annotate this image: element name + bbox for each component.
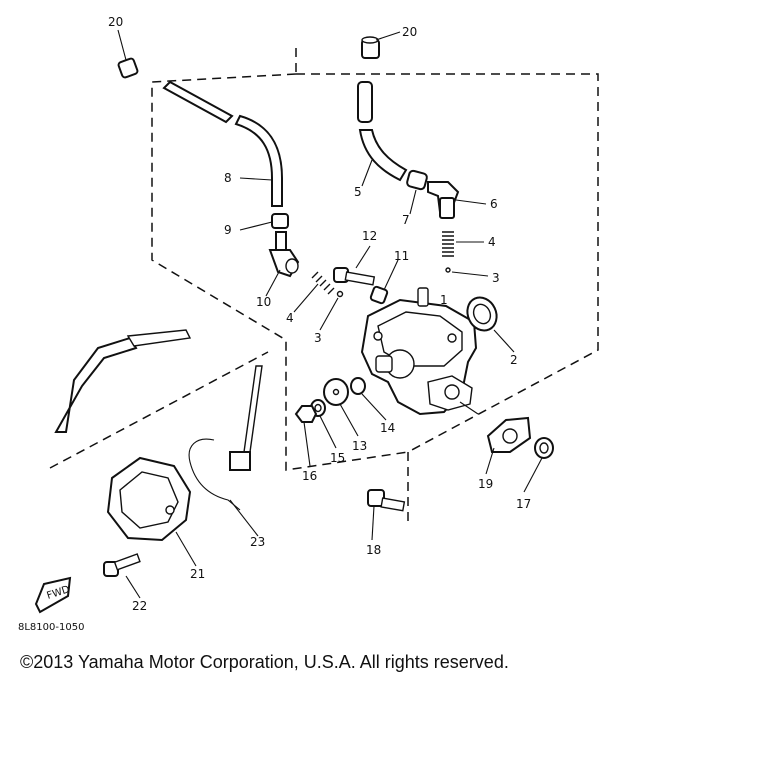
hose-8 xyxy=(162,80,283,207)
callout-11: 11 xyxy=(394,249,409,263)
callout-6: 6 xyxy=(490,197,498,211)
washer-14 xyxy=(350,377,366,395)
nut-11 xyxy=(369,285,389,305)
clip-7 xyxy=(406,169,428,191)
callout-15: 15 xyxy=(330,451,345,465)
hose-5 xyxy=(357,81,408,182)
callout-18: 18 xyxy=(366,543,381,557)
copyright-notice: ©2013 Yamaha Motor Corporation, U.S.A. A… xyxy=(20,652,509,672)
callout-1: 1 xyxy=(440,293,448,307)
callout-4-right: 4 xyxy=(488,235,496,249)
gasket-19 xyxy=(486,416,532,453)
drawing-code: 8L8100-1050 xyxy=(18,622,84,633)
callout-12: 12 xyxy=(362,229,377,243)
cap-20-right xyxy=(361,36,380,59)
bolt-18 xyxy=(367,489,406,512)
spring-4-left xyxy=(311,271,335,295)
callout-21: 21 xyxy=(190,567,205,581)
assembly-outline xyxy=(151,73,599,471)
screw-12 xyxy=(333,267,376,286)
fwd-arrow-icon: FWD xyxy=(34,576,71,614)
ball-3-right xyxy=(445,267,451,273)
parts-diagram: FWD 20 20 8 9 10 5 7 6 4 3 4 xyxy=(18,15,599,633)
callout-3-right: 3 xyxy=(492,271,500,285)
callout-16: 16 xyxy=(302,469,317,483)
callout-3-left: 3 xyxy=(314,331,322,345)
washer-15-hole xyxy=(314,403,322,413)
callout-2: 2 xyxy=(510,353,518,367)
pipe-23 xyxy=(188,365,263,511)
spring-4-right xyxy=(442,231,454,257)
nut-16 xyxy=(294,405,318,423)
elbow-fitting-10 xyxy=(268,231,300,278)
callout-20-right: 20 xyxy=(402,25,417,39)
clip-9 xyxy=(271,213,289,229)
callout-5: 5 xyxy=(354,185,362,199)
ball-3-left xyxy=(336,290,344,298)
bolt-22 xyxy=(103,553,141,577)
pump-body-1 xyxy=(360,287,478,416)
callout-19: 19 xyxy=(478,477,493,491)
sub-outline xyxy=(49,351,269,469)
oil-cable xyxy=(54,329,192,433)
callout-9: 9 xyxy=(224,223,232,237)
seal-2 xyxy=(466,296,498,332)
callout-23: 23 xyxy=(250,535,265,549)
callout-17: 17 xyxy=(516,497,531,511)
callout-8: 8 xyxy=(224,171,232,185)
callout-13: 13 xyxy=(352,439,367,453)
callout-10: 10 xyxy=(256,295,271,309)
cover-21 xyxy=(106,456,192,542)
callout-7: 7 xyxy=(402,213,410,227)
elbow-fitting-6 xyxy=(427,181,460,219)
cap-20-left xyxy=(117,57,139,79)
leader-lines xyxy=(117,29,543,599)
callout-20-left: 20 xyxy=(108,15,123,29)
callout-4-left: 4 xyxy=(286,311,294,325)
callout-22: 22 xyxy=(132,599,147,613)
washer-17 xyxy=(534,437,554,459)
callout-14: 14 xyxy=(380,421,395,435)
washer-13-hole xyxy=(332,388,340,396)
